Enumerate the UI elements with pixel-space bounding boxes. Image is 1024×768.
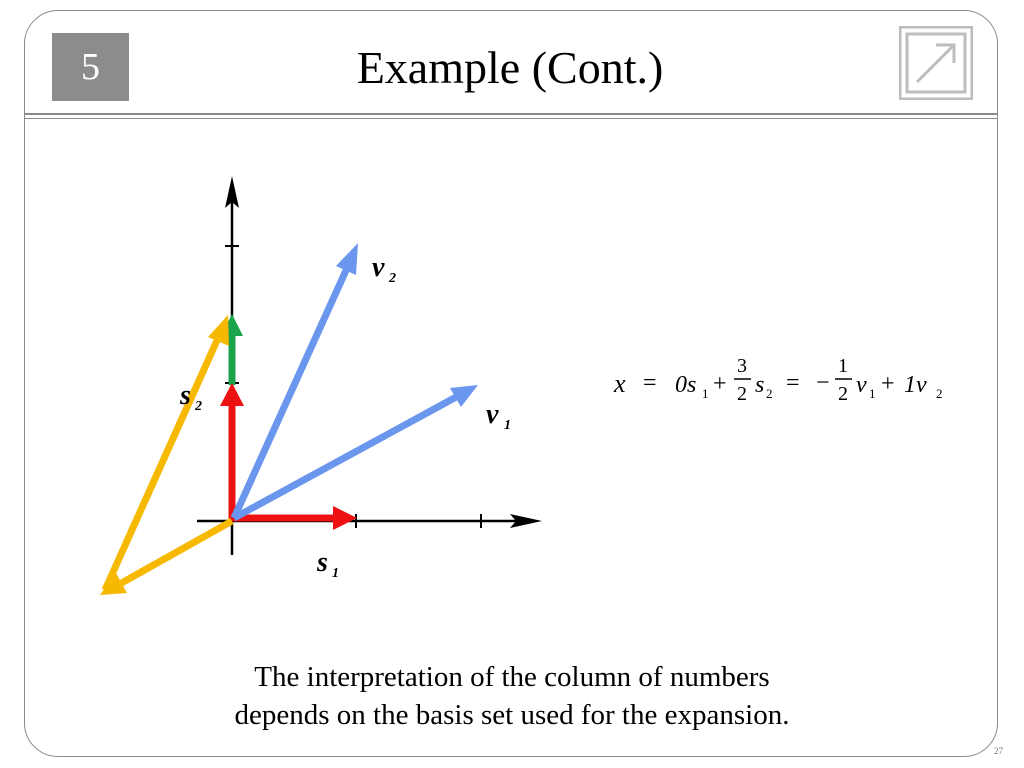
svg-text:v: v — [372, 252, 385, 283]
svg-text:v: v — [856, 372, 867, 398]
y-axis-arrowhead — [225, 176, 239, 208]
svg-text:1: 1 — [702, 386, 709, 401]
svg-text:2: 2 — [194, 399, 202, 414]
blue-vector-v1 — [232, 385, 478, 522]
svg-text:1: 1 — [869, 386, 876, 401]
svg-text:2: 2 — [737, 383, 747, 405]
blue-vector-v2 — [230, 243, 358, 520]
svg-text:=: = — [643, 370, 657, 396]
label-s2: s 2 — [179, 380, 202, 414]
svg-text:+: + — [713, 371, 727, 397]
svg-text:0s: 0s — [675, 372, 696, 398]
expansion-equation: x = 0s 1 + 3 2 s 2 = − 1 2 v 1 + 1v 2 — [613, 355, 943, 405]
svg-text:x: x — [613, 369, 626, 398]
slide-title: Example (Cont.) — [356, 42, 664, 93]
svg-text:−: − — [816, 370, 830, 396]
coordinate-axes — [197, 176, 542, 555]
svg-text:v: v — [486, 399, 499, 430]
label-s1: s 1 — [316, 547, 339, 581]
svg-text:2: 2 — [838, 383, 848, 405]
red-vector-s1 — [232, 506, 357, 530]
orange-vector-up — [101, 315, 229, 592]
svg-text:2: 2 — [388, 271, 396, 286]
svg-text:1: 1 — [838, 355, 848, 377]
svg-text:2: 2 — [936, 386, 943, 401]
svg-text:s: s — [316, 547, 328, 578]
label-v1: v 1 — [486, 399, 511, 433]
slide-frame — [24, 10, 998, 757]
svg-text:3: 3 — [737, 355, 747, 377]
svg-text:s: s — [179, 380, 191, 411]
slide-caption: The interpretation of the column of numb… — [112, 658, 912, 734]
x-axis-arrowhead — [510, 514, 542, 528]
expand-arrow-icon[interactable] — [899, 26, 973, 100]
svg-text:1v: 1v — [904, 372, 927, 398]
caption-line: depends on the basis set used for the ex… — [234, 699, 790, 731]
svg-text:=: = — [786, 370, 800, 396]
header-divider-thin — [25, 118, 998, 119]
svg-text:+: + — [881, 371, 895, 397]
svg-text:2: 2 — [766, 386, 773, 401]
chapter-number-badge: 5 — [52, 33, 129, 101]
svg-text:1: 1 — [504, 418, 511, 433]
red-vector-s2 — [220, 383, 244, 521]
label-v2: v 2 — [372, 252, 396, 286]
caption-line: The interpretation of the column of numb… — [254, 661, 770, 693]
svg-text:s: s — [755, 372, 764, 398]
slide-page-number: 27 — [994, 746, 1003, 756]
header-divider — [25, 113, 998, 115]
svg-text:1: 1 — [332, 566, 339, 581]
